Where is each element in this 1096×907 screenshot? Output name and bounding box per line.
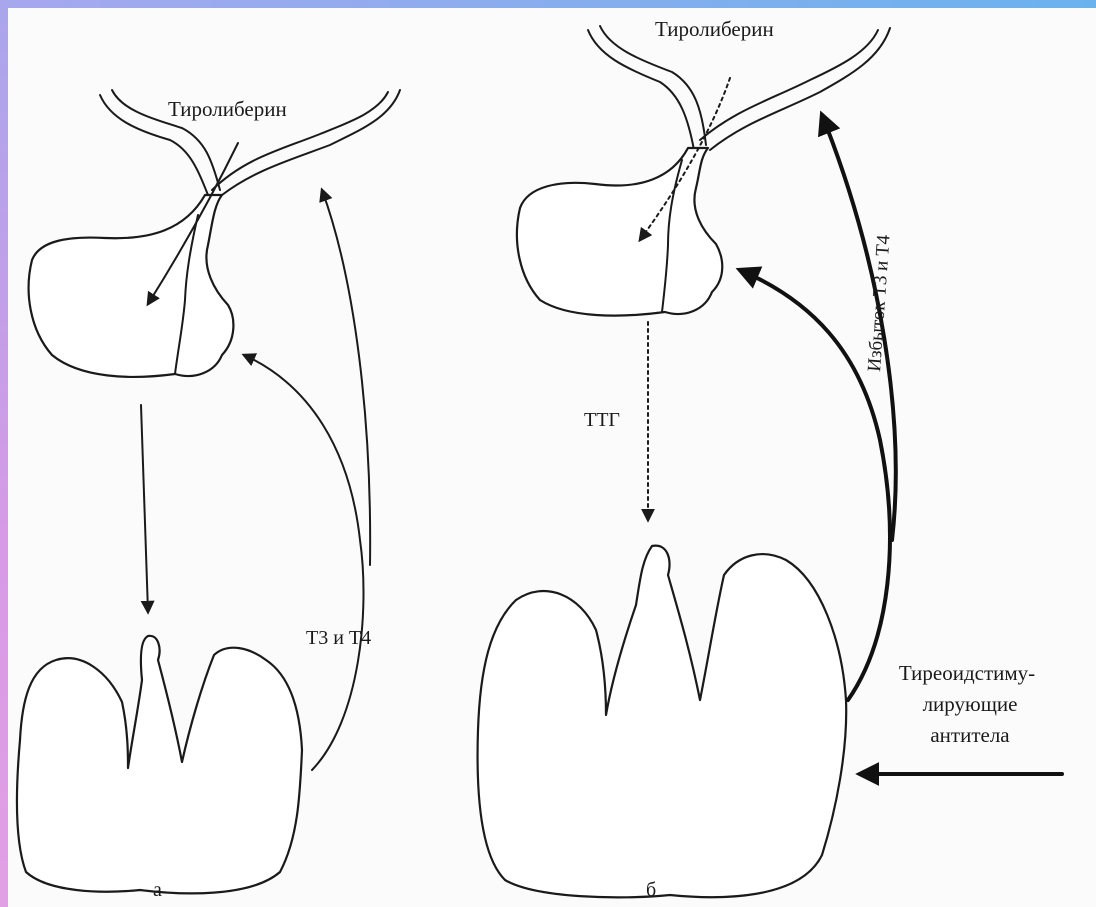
panel-a-tsh-arrow <box>141 405 148 612</box>
frame-top-border <box>0 0 1096 8</box>
panel-b-thyroid <box>478 546 847 898</box>
panel-b-tiroliberin-label: Тиролиберин <box>655 17 774 41</box>
panel-a: Тиролиберин Т3 и Т4 а <box>17 90 400 901</box>
panel-a-thyroid <box>17 636 302 894</box>
panel-a-tiroliberin-label: Тиролиберин <box>168 97 287 121</box>
panel-b-hypothalamus-stalk <box>588 26 890 150</box>
panel-b-antibodies-label-line3: антитела <box>930 723 1010 747</box>
frame-left-border <box>0 0 8 907</box>
diagram-canvas: Тиролиберин Т3 и Т4 а Тиролиберин ТТГ Из… <box>8 8 1096 907</box>
panel-b-letter: б <box>646 879 656 901</box>
panel-a-pituitary <box>29 195 234 377</box>
panel-b-antibodies-label-line1: Тиреоидстиму- <box>899 661 1035 685</box>
panel-a-hormones-label: Т3 и Т4 <box>306 627 371 649</box>
panel-a-letter: а <box>153 879 162 901</box>
panel-b-antibodies-label-line2: лирующие <box>923 692 1018 716</box>
panel-a-feedback-hypothalamus-arrow <box>322 190 370 565</box>
panel-b: Тиролиберин ТТГ Избыток Т3 и Т4 Тиреоидс… <box>478 17 1062 901</box>
panel-b-pituitary <box>517 148 722 316</box>
panel-b-tsh-label: ТТГ <box>584 409 620 431</box>
diagram-svg: Тиролиберин Т3 и Т4 а Тиролиберин ТТГ Из… <box>8 8 1096 907</box>
